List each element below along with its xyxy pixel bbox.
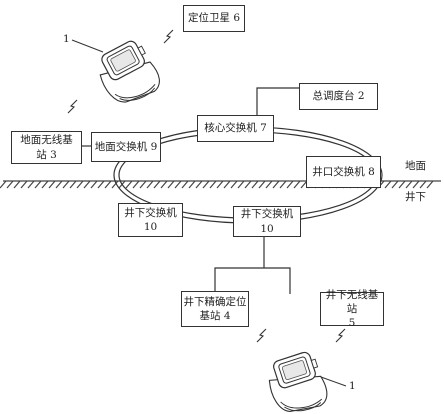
dispatch-box: 总调度台 2 <box>299 83 378 110</box>
underground-wireless-base-box: 井下无线基站 5 <box>320 289 384 329</box>
signal-icon-wireless-base <box>335 328 346 343</box>
callout-line-bottom <box>320 376 347 387</box>
signal-icons <box>67 29 346 343</box>
connector-lines <box>82 87 299 294</box>
device-callout-bottom: 1 <box>349 380 356 392</box>
underground-switch-left-box: 井下交换机 10 <box>118 203 183 237</box>
underground-precise-base-box: 井下精确定位 基站 4 <box>181 291 249 327</box>
ground-switch-box: 地面交换机 9 <box>91 132 161 162</box>
core-switch-box: 核心交换机 7 <box>197 115 274 142</box>
ground-base-box: 地面无线基 站 3 <box>11 131 82 164</box>
satellite-box: 定位卫星 6 <box>183 5 245 32</box>
callout-line-top <box>71 39 104 53</box>
underground-switch-center-box: 井下交换机 10 <box>233 206 301 237</box>
signal-icon-ground-base <box>67 99 78 114</box>
wristwatch-device-top <box>99 40 160 103</box>
signal-icon-satellite <box>163 29 174 44</box>
ground-label: 地面 <box>405 160 426 172</box>
device-callout-top: 1 <box>63 33 70 45</box>
link-branch <box>214 267 291 294</box>
signal-icon-precise-base <box>256 328 267 343</box>
wellhead-switch-box: 井口交换机 8 <box>306 156 381 188</box>
link-core-dispatch <box>256 87 299 115</box>
underground-label: 井下 <box>405 191 426 203</box>
wristwatch-device-bottom <box>268 351 328 413</box>
